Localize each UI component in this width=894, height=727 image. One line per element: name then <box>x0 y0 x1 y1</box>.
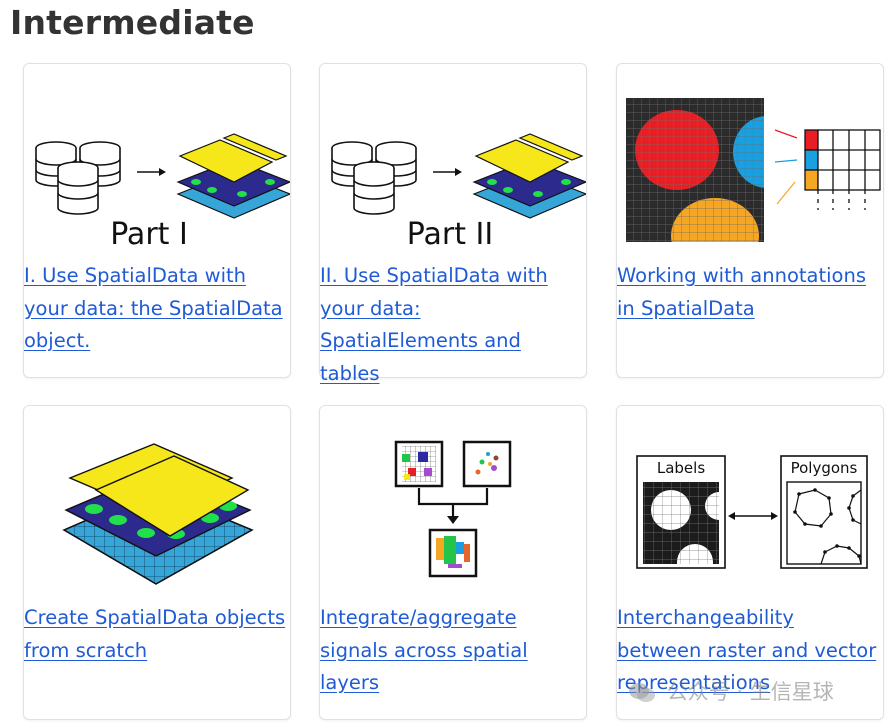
part-caption: Part I <box>110 217 188 252</box>
thumbnail-raster-vector: Labels Polygons <box>617 406 883 606</box>
layer-stack-icon <box>62 443 254 585</box>
card-link-create-from-scratch[interactable]: Create SpatialData objects from scratch <box>24 606 286 662</box>
card-link-spatialelements-tables[interactable]: II. Use SpatialData with your data: Spat… <box>320 264 548 385</box>
wechat-icon <box>629 683 655 702</box>
card-raster-vector: Labels Polygons <box>616 405 884 720</box>
raster-grid-icon <box>394 440 444 488</box>
card-spatialelements-tables: Part II II. Use SpatialData with your da… <box>319 63 587 385</box>
thumbnail-layers <box>24 406 290 606</box>
merge-arrow-icon <box>417 488 489 518</box>
layer-stack-icon <box>472 133 586 219</box>
aggregated-result-icon <box>428 528 478 578</box>
watermark-text: 公众号 · 生信星球 <box>666 680 834 704</box>
card-link-aggregate-signals[interactable]: Integrate/aggregate signals across spati… <box>320 606 528 694</box>
polygons-panel: Polygons <box>780 455 868 569</box>
polygons-caption: Polygons <box>791 459 858 477</box>
thumbnail-annotations <box>617 64 883 264</box>
annotation-table <box>804 129 881 210</box>
database-icon <box>331 141 417 215</box>
part-caption: Part II <box>407 217 493 252</box>
layer-stack-icon <box>176 133 290 219</box>
labels-panel: Labels <box>636 455 726 569</box>
card-spatialdata-object: Part I I. Use SpatialData with your data… <box>23 63 291 378</box>
arrow-right-icon <box>433 168 462 176</box>
card-link-annotations[interactable]: Working with annotations in SpatialData <box>617 264 867 320</box>
card-link-spatialdata-object[interactable]: I. Use SpatialData with your data: the S… <box>24 264 283 352</box>
thumbnail-part-one: Part I <box>24 64 290 264</box>
double-arrow-icon <box>728 512 778 520</box>
watermark: 公众号 · 生信星球 <box>618 676 888 708</box>
arrow-right-icon <box>137 168 166 176</box>
raster-labels-image <box>626 98 764 242</box>
page-title: Intermediate <box>10 3 255 42</box>
card-link-raster-vector[interactable]: Interchangeability between raster and ve… <box>617 606 877 694</box>
points-icon <box>462 440 512 488</box>
labels-caption: Labels <box>657 459 705 477</box>
thumbnail-part-two: Part II <box>320 64 586 264</box>
card-create-from-scratch: Create SpatialData objects from scratch <box>23 405 291 720</box>
card-annotations: Working with annotations in SpatialData <box>616 63 884 378</box>
database-icon <box>35 141 121 215</box>
annotation-lines <box>774 129 798 205</box>
thumbnail-aggregate <box>320 406 586 606</box>
card-aggregate-signals: Integrate/aggregate signals across spati… <box>319 405 587 720</box>
